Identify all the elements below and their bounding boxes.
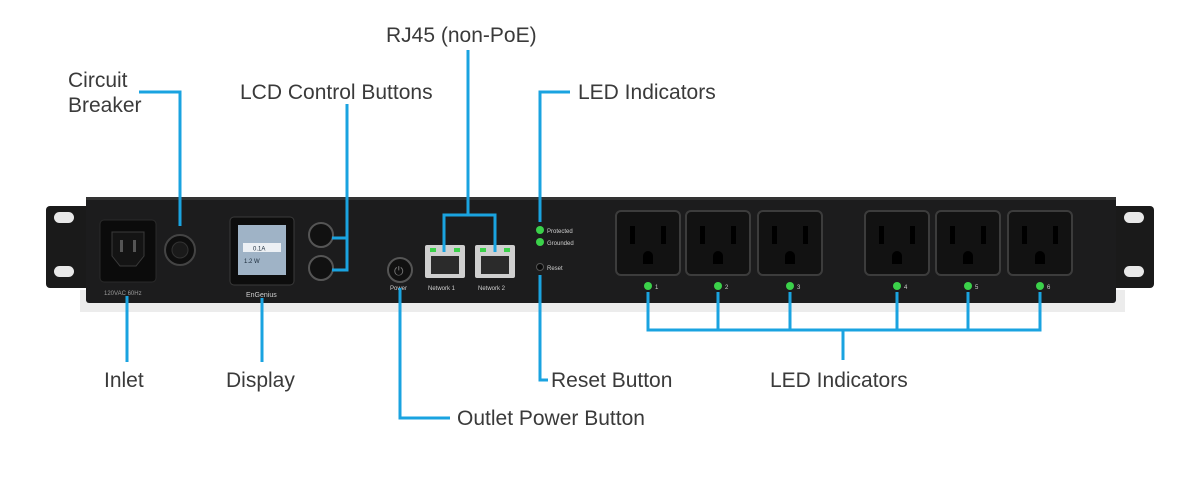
outlet-2 (685, 210, 751, 276)
outlet-5 (935, 210, 1001, 276)
rack-ear-right (1112, 206, 1154, 288)
outlet-slot (803, 226, 808, 244)
outlet-ground-hole (785, 251, 795, 264)
callout-led-indicators-top: LED Indicators (578, 81, 716, 104)
outlet-led-3 (786, 282, 794, 290)
mount-hole (1124, 266, 1144, 277)
outlet-3 (757, 210, 823, 276)
outlet-ground-hole (892, 251, 902, 264)
lcd-readout-box (243, 243, 281, 252)
outlet-number-2: 2 (725, 285, 729, 291)
callout-lcd-control-buttons: LCD Control Buttons (240, 81, 433, 104)
leader-lcd-buttons-2 (332, 238, 349, 272)
callout-led-indicators-bottom: LED Indicators (770, 369, 908, 392)
rj45-port-1-led (430, 248, 436, 252)
outlet-led-6 (1036, 282, 1044, 290)
mount-hole (54, 212, 74, 223)
inlet-rating-label: 120VAC 60Hz (104, 291, 142, 297)
grounded-led (536, 238, 544, 246)
inlet-shape (111, 231, 145, 267)
rj45-port-1-inner (431, 256, 459, 274)
circuit-breaker-center (171, 241, 189, 259)
outlet-slot (731, 226, 736, 244)
grounded-label: Grounded (547, 241, 574, 247)
leader-rj45-bracket (442, 213, 497, 252)
inlet-pin (120, 240, 123, 252)
callout-outlet-power-button: Outlet Power Button (457, 407, 645, 430)
callout-display: Display (226, 369, 295, 392)
outlet-ground-hole (713, 251, 723, 264)
leader-reset (538, 275, 548, 382)
protected-label: Protected (547, 229, 573, 235)
outlet-led-2 (714, 282, 722, 290)
outlet-slot (661, 226, 666, 244)
rj45-port-2-led (480, 248, 486, 252)
network-2-label: Network 2 (478, 286, 506, 292)
outlet-slot (910, 226, 915, 244)
outlet-number-5: 5 (975, 285, 979, 291)
network-1-label: Network 1 (428, 286, 456, 292)
leader-circuit-breaker (139, 90, 182, 226)
protected-led (536, 226, 544, 234)
outlet-led-5 (964, 282, 972, 290)
lcd-line-2: 1.2 W (244, 259, 260, 265)
rj45-port-2-led (504, 248, 510, 252)
outlet-slot (981, 226, 986, 244)
mount-hole (54, 266, 74, 277)
lcd-line-1: 0.1A (253, 247, 265, 253)
outlet-1 (615, 210, 681, 276)
leader-power-button (398, 288, 450, 420)
callout-rj45: RJ45 (non-PoE) (386, 24, 537, 47)
power-icon: ⏻ (394, 264, 404, 278)
outlet-ground-hole (1035, 251, 1045, 264)
inlet-pin (133, 240, 136, 252)
callout-circuit-breaker: Circuit Breaker (68, 68, 142, 118)
leader-led-top (538, 90, 570, 222)
brand-logo: EnGenius (246, 292, 277, 299)
reset-label: Reset (547, 266, 563, 272)
outlet-power-button[interactable] (387, 257, 413, 283)
front-panel (86, 197, 1116, 303)
lcd-button-down[interactable] (308, 255, 334, 281)
outlet-ground-hole (963, 251, 973, 264)
callout-inlet: Inlet (104, 369, 144, 392)
reset-button[interactable] (536, 263, 544, 271)
outlet-slot (630, 226, 635, 244)
outlet-slot (879, 226, 884, 244)
outlet-number-6: 6 (1047, 285, 1051, 291)
outlet-ground-hole (643, 251, 653, 264)
rj45-port-2-inner (481, 256, 509, 274)
outlet-slot (772, 226, 777, 244)
mount-hole (1124, 212, 1144, 223)
callout-circuit-breaker-line2: Breaker (68, 94, 142, 117)
outlet-led-4 (893, 282, 901, 290)
outlet-slot (1053, 226, 1058, 244)
outlet-led-1 (644, 282, 652, 290)
led-drop-lines (646, 292, 1042, 330)
outlet-slot (1022, 226, 1027, 244)
panel-top-edge (86, 197, 1116, 200)
callout-reset-button: Reset Button (551, 369, 673, 392)
outlet-4 (864, 210, 930, 276)
outlet-number-1: 1 (655, 285, 659, 291)
outlet-number-4: 4 (904, 285, 908, 291)
outlet-slot (700, 226, 705, 244)
callout-circuit-breaker-line1: Circuit (68, 69, 128, 92)
outlet-number-3: 3 (797, 285, 801, 291)
outlet-6 (1007, 210, 1073, 276)
outlet-slot (950, 226, 955, 244)
outlet-group: 1 2 3 4 5 6 (615, 210, 1073, 291)
rj45-port-1-led (454, 248, 460, 252)
lcd-button-up[interactable] (308, 222, 334, 248)
